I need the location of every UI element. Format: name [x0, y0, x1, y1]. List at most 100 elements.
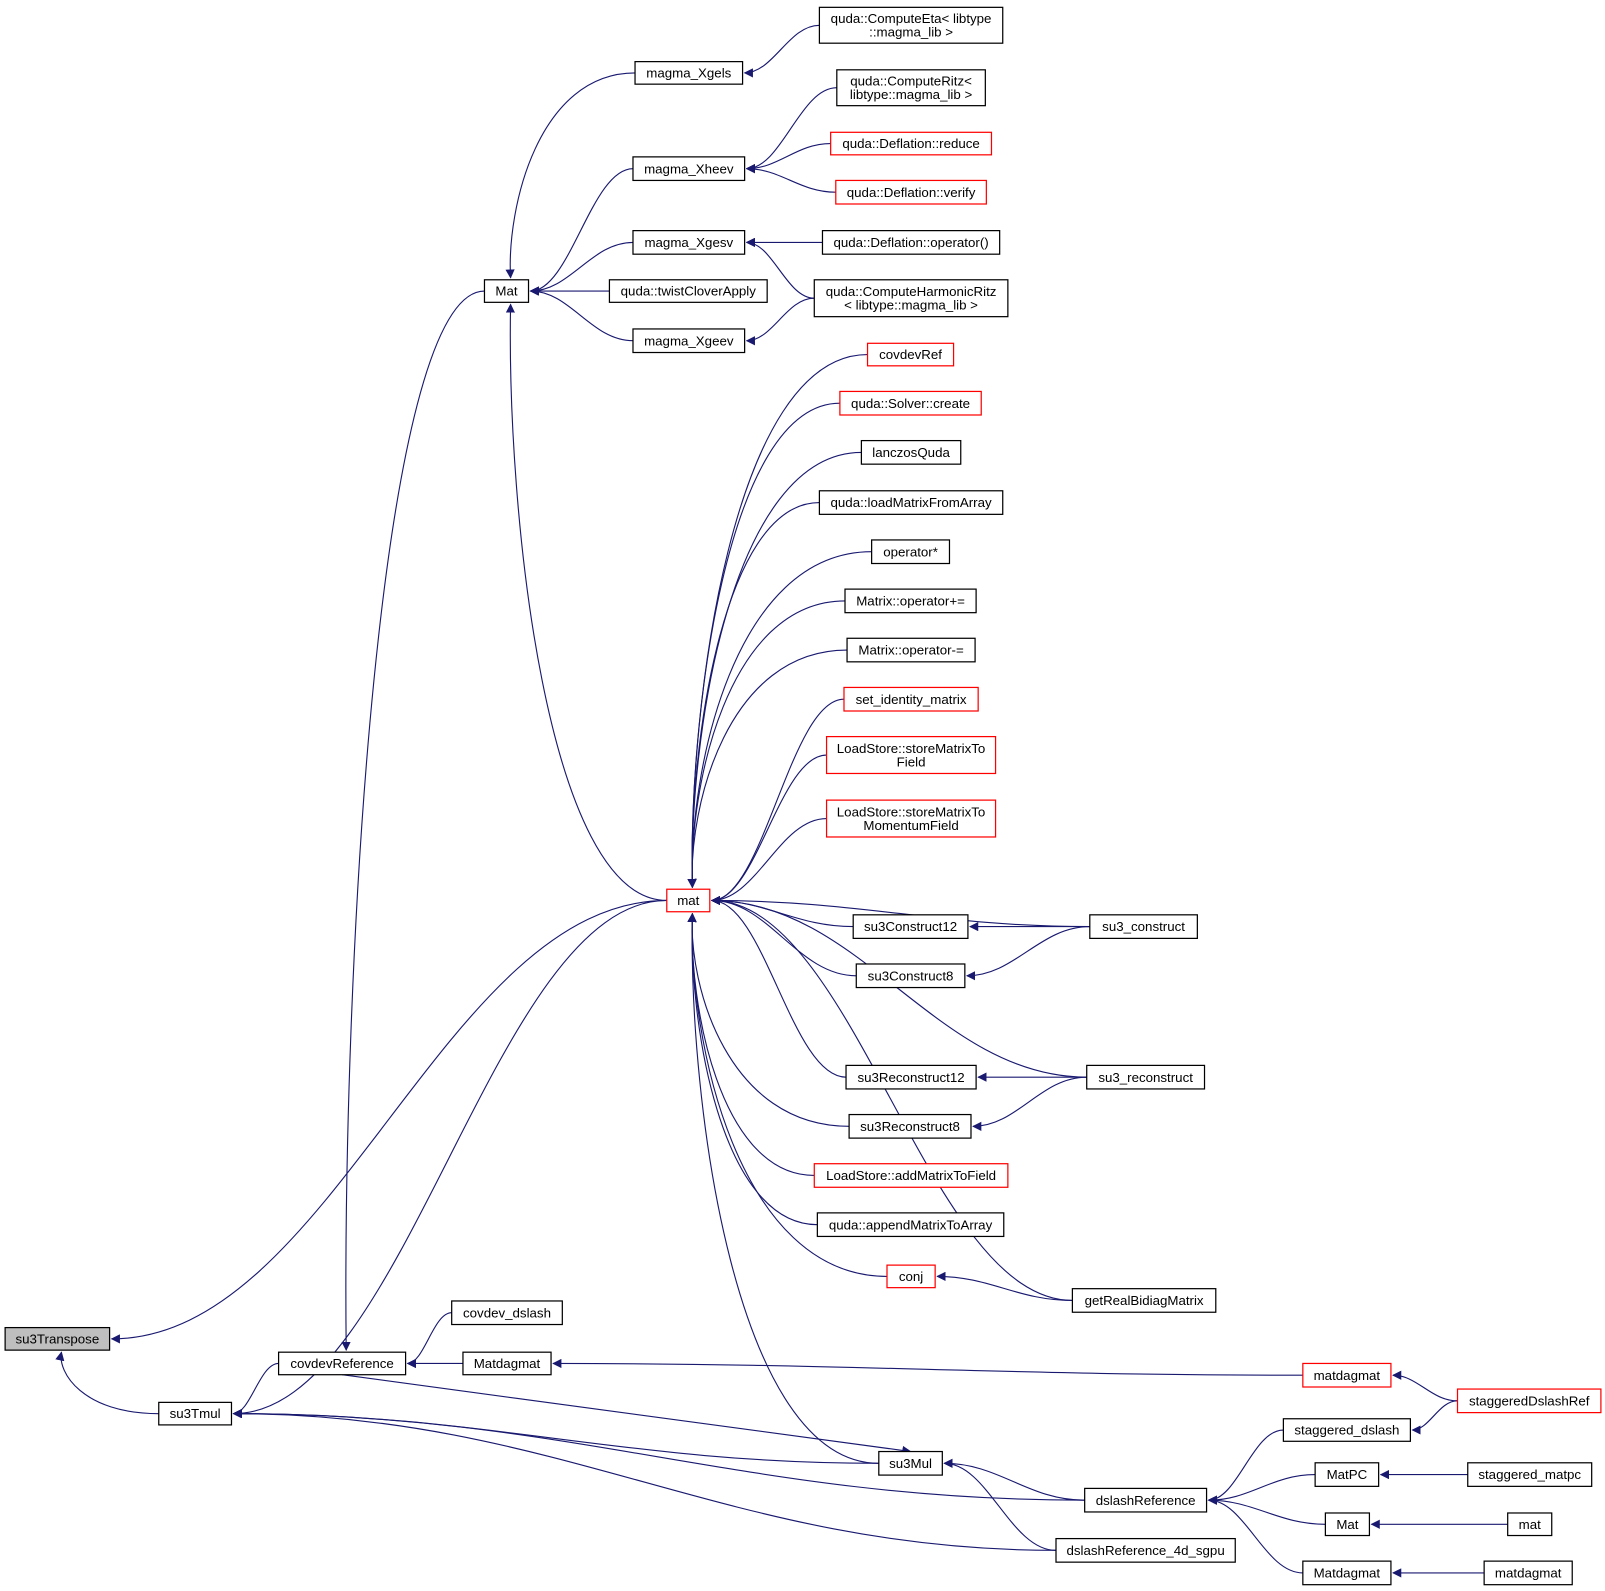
node-magma_xgeev[interactable]: magma_Xgeev	[632, 328, 746, 354]
node-box	[1456, 1388, 1602, 1414]
node-opminus[interactable]: Matrix::operator-=	[846, 637, 976, 663]
node-box	[830, 131, 993, 156]
node-matpc[interactable]: MatPC	[1314, 1462, 1380, 1487]
node-deflreduce[interactable]: quda::Deflation::reduce	[830, 131, 993, 156]
node-opstar[interactable]: operator*	[871, 539, 951, 565]
node-magma_xheev[interactable]: magma_Xheev	[632, 156, 746, 182]
edge-magma_Xheev-to-Mat_a	[529, 168, 633, 296]
node-box	[1084, 1487, 1208, 1513]
node-appendmatrix[interactable]: quda::appendMatrixToArray	[816, 1212, 1005, 1238]
node-box	[816, 1212, 1005, 1238]
node-magma_xgels[interactable]: magma_Xgels	[634, 61, 744, 85]
node-mat_a[interactable]: mat	[666, 888, 711, 913]
node-label: su3_reconstruct	[1098, 1070, 1193, 1085]
node-label: libtype::magma_lib >	[850, 87, 973, 102]
node-label: quda::Deflation::verify	[847, 185, 976, 200]
node-box	[852, 914, 969, 939]
node-mat_b[interactable]: Mat	[1324, 1512, 1371, 1537]
node-loadmatrix[interactable]: quda::loadMatrixFromArray	[818, 490, 1004, 515]
node-setidentity[interactable]: set_identity_matrix	[843, 686, 979, 712]
node-computeritz[interactable]: quda::ComputeRitz<libtype::magma_lib >	[836, 69, 986, 107]
node-box	[843, 686, 979, 712]
node-label: mat	[677, 893, 699, 908]
node-getrealbidiag[interactable]: getRealBidiagMatrix	[1071, 1288, 1217, 1313]
node-deflop[interactable]: quda::Deflation::operator()	[821, 230, 1001, 255]
edge-staggeredDslashRef-to-matdagmat_red	[1392, 1370, 1458, 1402]
edge-SolverCreate-to-mat_a	[687, 402, 840, 889]
node-covdevref[interactable]: covdevRef	[866, 342, 955, 367]
node-covdevreference[interactable]: covdevReference	[277, 1351, 407, 1376]
edge-staggered_dslash-to-dslashReference	[1207, 1429, 1284, 1505]
node-su3_construct[interactable]: su3_construct	[1089, 914, 1198, 939]
node-label: quda::loadMatrixFromArray	[831, 495, 992, 510]
node-deflverify[interactable]: quda::Deflation::verify	[835, 179, 987, 205]
node-matdagmat_a[interactable]: Matdagmat	[462, 1351, 552, 1376]
node-mat_b[interactable]: mat	[1507, 1512, 1553, 1537]
edge-staggeredDslashRef-to-staggered_dslash	[1411, 1400, 1458, 1435]
node-box	[632, 230, 746, 255]
node-su3reconstruct8[interactable]: su3Reconstruct8	[848, 1113, 972, 1139]
edge-storeField-to-mat_a	[710, 754, 827, 906]
node-dslash4d[interactable]: dslashReference_4d_sgpu	[1055, 1537, 1236, 1563]
node-mat_a[interactable]: Mat	[483, 279, 530, 303]
node-su3construct12[interactable]: su3Construct12	[852, 914, 969, 939]
node-solvercreate[interactable]: quda::Solver::create	[839, 390, 982, 416]
node-label: staggeredDslashRef	[1469, 1393, 1590, 1408]
edge-DeflReduce-to-magma_Xheev	[745, 143, 831, 174]
edge-su3_construct-to-su3Construct8	[965, 926, 1090, 981]
node-matdagmat_red[interactable]: matdagmat	[1302, 1362, 1392, 1388]
node-box	[666, 888, 711, 913]
node-staggered_matpc[interactable]: staggered_matpc	[1467, 1462, 1593, 1487]
node-box	[1467, 1462, 1593, 1487]
node-box	[836, 69, 986, 107]
node-covdev_dslash[interactable]: covdev_dslash	[451, 1300, 563, 1326]
node-su3mul[interactable]: su3Mul	[878, 1450, 943, 1476]
node-su3transpose[interactable]: su3Transpose	[4, 1326, 111, 1351]
node-su3tmul[interactable]: su3Tmul	[158, 1401, 233, 1426]
node-box	[451, 1300, 563, 1326]
node-box	[1089, 914, 1198, 939]
node-addmatrix[interactable]: LoadStore::addMatrixToField	[813, 1163, 1009, 1188]
node-twistcloverapply[interactable]: quda::twistCloverApply	[608, 279, 768, 303]
edge-su3Reconstruct8-to-mat_a	[687, 912, 850, 1127]
node-matdagmat_b[interactable]: Matdagmat	[1302, 1560, 1392, 1586]
node-su3_reconstruct[interactable]: su3_reconstruct	[1086, 1064, 1206, 1090]
node-box	[1302, 1362, 1392, 1388]
node-label: su3Tmul	[170, 1406, 221, 1421]
node-box	[878, 1450, 943, 1476]
node-harmritz[interactable]: quda::ComputeHarmonicRitz< libtype::magm…	[813, 279, 1009, 318]
node-dslashreference[interactable]: dslashReference	[1084, 1487, 1208, 1513]
node-box	[277, 1351, 407, 1376]
node-magma_xgesv[interactable]: magma_Xgesv	[632, 230, 746, 255]
node-box	[1055, 1537, 1236, 1563]
node-computeeta[interactable]: quda::ComputeEta< libtype::magma_lib >	[818, 6, 1004, 44]
node-label: su3Construct12	[864, 919, 957, 934]
node-label: quda::Solver::create	[851, 396, 970, 411]
node-matdagmat_b[interactable]: matdagmat	[1483, 1560, 1573, 1586]
node-box	[632, 328, 746, 354]
node-box	[866, 342, 955, 367]
node-label: covdevRef	[879, 347, 942, 362]
node-staggereddslashref[interactable]: staggeredDslashRef	[1456, 1388, 1602, 1414]
node-su3reconstruct12[interactable]: su3Reconstruct12	[845, 1064, 977, 1090]
node-label: quda::ComputeEta< libtype	[831, 11, 992, 26]
node-box	[855, 963, 966, 989]
node-lanczosquda[interactable]: lanczosQuda	[860, 439, 962, 465]
node-su3construct8[interactable]: su3Construct8	[855, 963, 966, 989]
node-label: covdev_dslash	[463, 1305, 551, 1320]
node-label: magma_Xgels	[646, 66, 731, 81]
node-box	[848, 1113, 972, 1139]
edge-MatPC-to-dslashReference	[1207, 1474, 1316, 1505]
edge-mat_a-to-Mat_a	[505, 303, 667, 902]
node-label: dslashReference_4d_sgpu	[1067, 1543, 1225, 1558]
node-box	[1071, 1288, 1217, 1313]
node-opplus[interactable]: Matrix::operator+=	[844, 588, 977, 614]
edge-opPlus-to-mat_a	[687, 600, 846, 889]
node-label: magma_Xgesv	[644, 235, 733, 250]
node-conj[interactable]: conj	[886, 1264, 936, 1289]
edge-mat_a-to-su3Tmul	[232, 899, 667, 1419]
node-staggered_dslash[interactable]: staggered_dslash	[1282, 1418, 1412, 1442]
